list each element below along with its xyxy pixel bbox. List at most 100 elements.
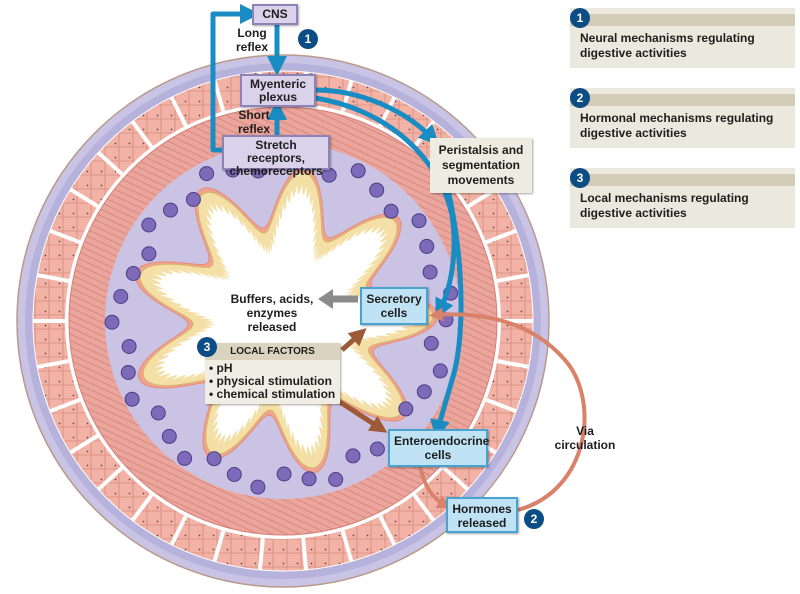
gland	[411, 213, 427, 229]
via-circulation-label: Via circulation	[554, 424, 616, 452]
secretion-output-arrowhead	[318, 289, 333, 309]
neural-pathway-arrows	[210, 4, 464, 440]
cell-divider	[485, 228, 517, 245]
enteroendocrine-cells-box: Enteroendocrine cells	[388, 429, 489, 467]
cell-divider	[69, 187, 99, 208]
local-badge: 3	[197, 337, 217, 357]
gland	[163, 202, 178, 218]
cell-divider	[169, 515, 188, 546]
secretion-released-label: Buffers, acids, enzymes released	[230, 292, 314, 334]
cell-divider	[130, 493, 154, 522]
cell-divider	[301, 537, 309, 571]
legend-bar	[570, 94, 795, 106]
gland	[177, 450, 193, 466]
gland	[199, 166, 215, 182]
circulation-arrow	[429, 307, 587, 512]
gland	[250, 479, 266, 495]
cell-divider	[378, 515, 397, 546]
gland	[104, 314, 120, 330]
myenteric-plexus-box: Myenteric plexus	[240, 74, 316, 107]
gland	[321, 167, 337, 183]
cell-divider	[130, 120, 154, 149]
gland	[141, 246, 157, 262]
legend-badge: 3	[570, 168, 590, 188]
enteroendocrine-to-hormones-arrow	[418, 465, 452, 509]
cell-divider	[485, 397, 517, 414]
lumen	[151, 184, 421, 457]
gland	[121, 339, 137, 354]
gland	[383, 203, 399, 219]
legend-text: Local mechanisms regulating digestive ac…	[580, 191, 749, 220]
gland	[416, 384, 432, 400]
legend-item-local: 3 Local mechanisms regulating digestive …	[570, 168, 795, 228]
local-factors-title: LOCAL FACTORS	[205, 343, 340, 360]
legend-badge: 1	[570, 8, 590, 28]
local-to-enteroendocrine-arrow	[338, 399, 388, 433]
gland	[398, 401, 414, 417]
gland	[120, 365, 136, 380]
gland	[422, 264, 438, 280]
plexus-to-peristalsis-arrow	[314, 87, 439, 146]
legend-text: Neural mechanisms regulating digestive a…	[580, 31, 755, 60]
legend-text: Hormonal mechanisms regulating digestive…	[580, 111, 774, 140]
plexus-to-enteroendocrine-arrow	[430, 159, 464, 440]
gland	[226, 467, 242, 482]
hormonal-badge: 2	[524, 509, 544, 529]
cell-divider	[69, 434, 99, 455]
gland	[350, 163, 366, 179]
gland	[141, 217, 157, 233]
secretory-cells-box: Secretory cells	[360, 287, 428, 325]
cell-divider	[496, 359, 530, 369]
legend-item-hormonal: 2 Hormonal mechanisms regulating digesti…	[570, 88, 795, 148]
gland	[369, 182, 385, 198]
legend-item-neural: 1 Neural mechanisms regulating digestive…	[570, 8, 795, 68]
cell-divider	[49, 228, 81, 245]
plexus-to-secretory-arrow	[314, 95, 457, 319]
local-factors-box: LOCAL FACTORS • pH • physical stimulatio…	[205, 343, 340, 404]
local-factors-list: • pH • physical stimulation • chemical s…	[205, 360, 340, 404]
gland	[124, 391, 140, 407]
cell-divider	[442, 466, 470, 491]
neural-badge: 1	[298, 29, 318, 49]
cell-divider	[412, 493, 436, 522]
gland	[113, 289, 129, 304]
hormone-arrows	[418, 307, 587, 512]
cell-divider	[496, 273, 530, 283]
cell-divider	[212, 79, 226, 112]
hormones-released-box: Hormones released	[446, 497, 518, 533]
gland	[206, 451, 222, 467]
gland	[419, 238, 435, 254]
legend-bar	[570, 14, 795, 26]
cell-divider	[36, 359, 70, 369]
mucosa	[134, 166, 439, 474]
gland	[161, 428, 177, 444]
cns-box: CNS	[252, 4, 298, 25]
local-factor-item: • physical stimulation	[209, 374, 332, 388]
cell-divider	[257, 537, 265, 571]
long-reflex-afferent-arrow	[210, 4, 260, 153]
local-factor-arrows	[338, 328, 388, 433]
gland	[432, 363, 448, 379]
legend-bar	[570, 174, 795, 186]
cell-divider	[212, 530, 226, 563]
gland	[276, 466, 292, 482]
peristalsis-box: Peristalsis and segmentation movements	[430, 138, 532, 193]
cell-divider	[96, 151, 124, 176]
local-factor-item: • pH	[209, 361, 233, 375]
local-to-secretory-arrow	[340, 328, 367, 352]
short-reflex-label: Short reflex	[237, 108, 271, 136]
cell-divider	[169, 96, 188, 127]
gland	[345, 448, 361, 464]
cell-divider	[340, 530, 354, 563]
gland	[125, 266, 141, 281]
gland	[301, 471, 317, 487]
local-factor-item: • chemical stimulation	[209, 387, 336, 401]
cell-divider	[36, 273, 70, 283]
cell-divider	[49, 397, 81, 414]
cell-divider	[96, 466, 124, 491]
gland	[423, 335, 439, 351]
receptors-box: Stretch receptors, chemoreceptors	[222, 135, 330, 178]
gland	[185, 192, 201, 207]
legend-badge: 2	[570, 88, 590, 108]
gland	[328, 472, 344, 487]
